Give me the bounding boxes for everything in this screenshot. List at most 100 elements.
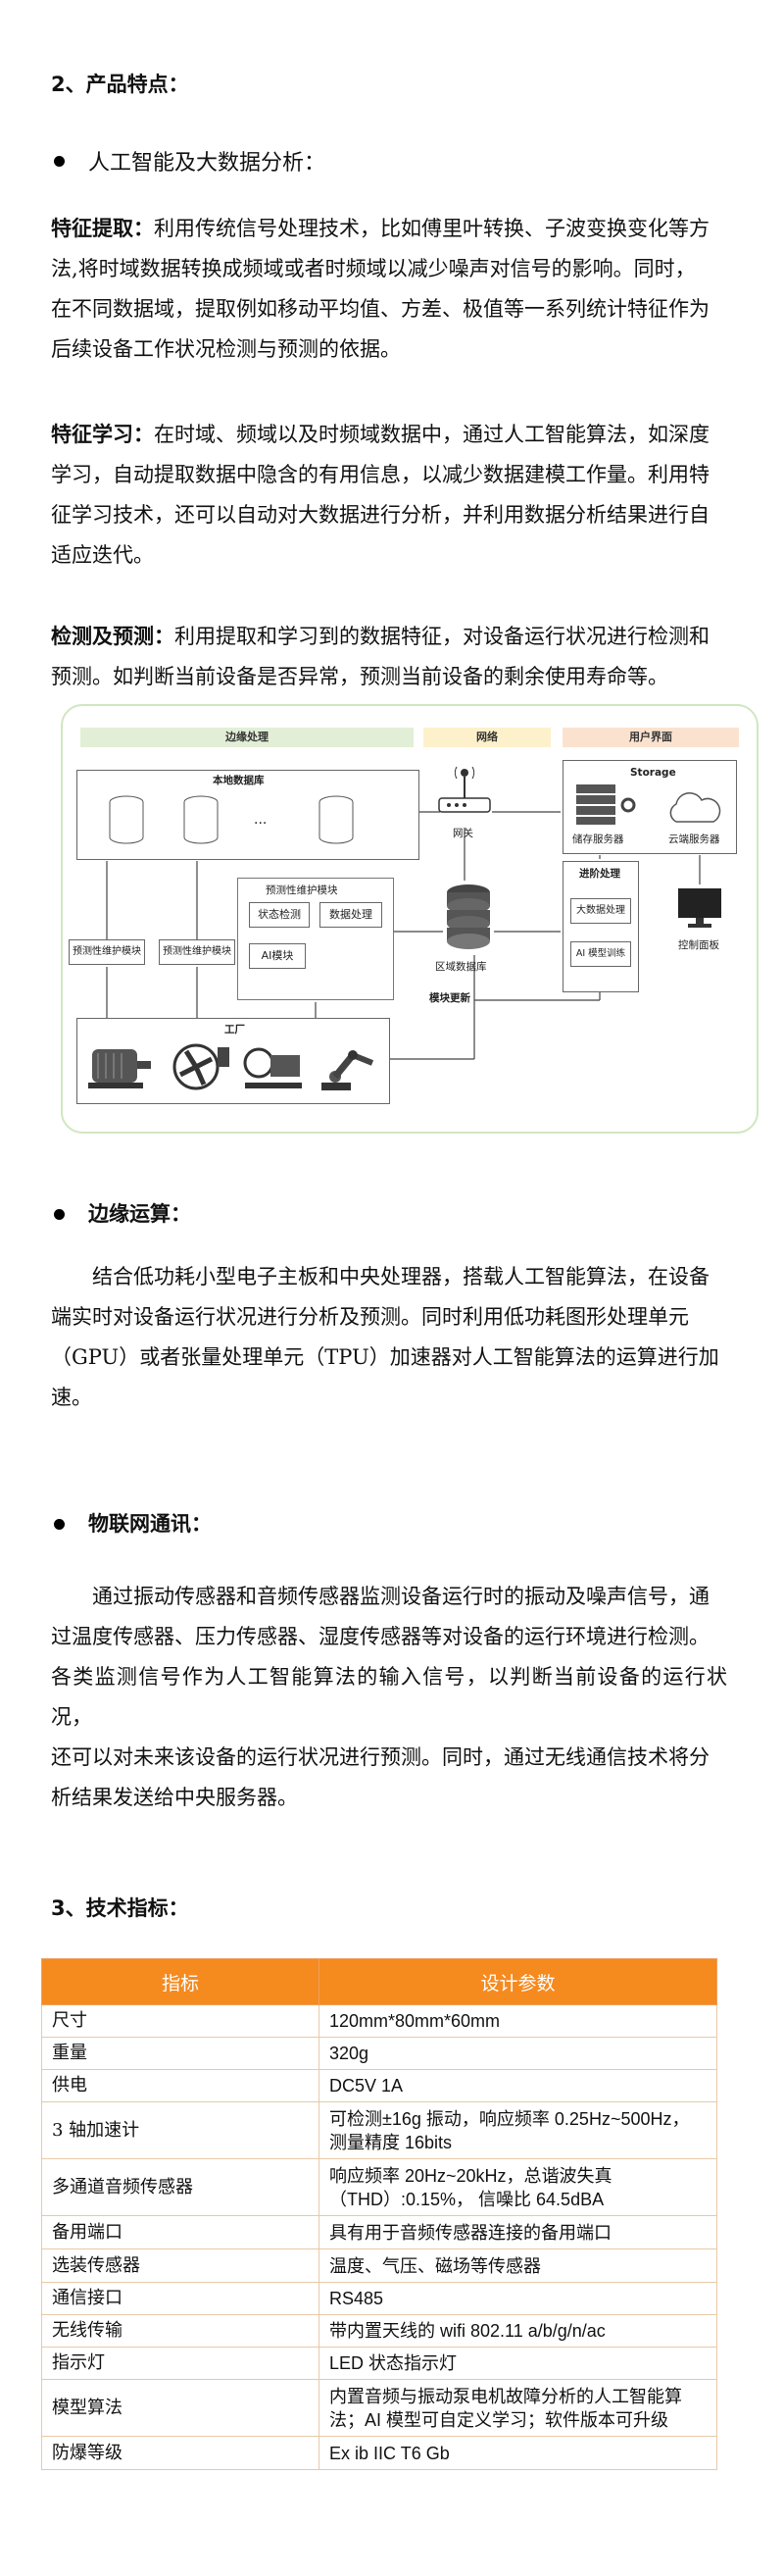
spec-key: 选装传感器	[41, 2248, 319, 2283]
spec-value: RS485	[318, 2282, 717, 2315]
spec-value-line: 320g	[329, 2044, 369, 2063]
spec-value-line: 温度、气压、磁场等传感器	[329, 2255, 541, 2276]
spec-value: LED 状态指示灯	[318, 2347, 717, 2380]
connector-lines	[106, 811, 701, 1060]
bullet-dot	[54, 1519, 65, 1530]
ai-train-box: AI 模型训练	[570, 941, 631, 967]
bullet-edge-title: 边缘运算：	[88, 1202, 191, 1226]
header-indicator: 指标	[41, 1958, 319, 2005]
para-edge: 结合低功耗小型电子主板和中央处理器，搭载人工智能算法，在设备 端实时对设备运行状…	[51, 1257, 727, 1418]
monitor-icon	[678, 888, 721, 928]
para-label: 检测及预测：	[51, 624, 174, 648]
spec-value: 温度、气压、磁场等传感器	[318, 2248, 717, 2283]
ai-module-box: AI模块	[249, 943, 306, 969]
local-db-label: 本地数据库	[213, 775, 265, 786]
ellipsis-label: ...	[254, 812, 268, 828]
spec-key: 尺寸	[41, 2004, 319, 2038]
advanced-label: 进阶处理	[579, 868, 620, 880]
spec-key: 3 轴加速计	[41, 2101, 319, 2159]
status-detect-box: 状态检测	[249, 902, 310, 928]
para-line: 预测。如判断当前设备是否异常，预测当前设备的剩余使用寿命等。	[51, 665, 668, 688]
para-line: 利用提取和学习到的数据特征，对设备运行状况进行检测和	[174, 625, 710, 648]
spec-key: 供电	[41, 2069, 319, 2102]
pump-icon	[243, 1047, 302, 1088]
gateway-label: 网关	[453, 828, 473, 839]
para-line: 通过振动传感器和音频传感器监测设备运行时的振动及噪声信号，通	[92, 1585, 710, 1608]
storage-label: Storage	[630, 767, 676, 779]
model-update-label: 模块更新	[429, 992, 470, 1004]
table-header-row: 指标 设计参数	[41, 1958, 717, 2005]
spec-value: 响应频率 20Hz~20kHz，总谐波失真 （THD）:0.15%， 信噪比 64…	[318, 2158, 717, 2216]
band-ui: 用户界面	[563, 728, 739, 747]
control-panel-label: 控制面板	[678, 939, 719, 951]
band-edge: 边缘处理	[80, 728, 414, 747]
spec-value: Ex ib IIC T6 Gb	[318, 2436, 717, 2470]
table-row: 备用端口具有用于音频传感器连接的备用端口	[41, 2215, 717, 2249]
factory-label: 工厂	[224, 1024, 245, 1035]
para-iot: 通过振动传感器和音频传感器监测设备运行时的振动及噪声信号，通 过温度传感器、压力…	[51, 1577, 727, 1818]
spec-value-line: 具有用于音频传感器连接的备用端口	[329, 2222, 612, 2243]
para-line: 端实时对设备运行状况进行分析及预测。同时利用低功耗图形处理单元	[51, 1305, 689, 1329]
storage-server-label: 储存服务器	[572, 833, 624, 845]
table-row: 指示灯 LED 状态指示灯	[41, 2347, 717, 2380]
spec-key: 重量	[41, 2037, 319, 2070]
section-2-title: 2、产品特点：	[51, 73, 189, 96]
bullet-dot	[54, 1209, 65, 1220]
para-line: （GPU）或者张量处理单元（TPU）加速器对人工智能算法的运算进行加	[51, 1345, 719, 1369]
table-row: 无线传输带内置天线的 wifi 802.11 a/b/g/n/ac	[41, 2314, 717, 2348]
bullet-dot	[54, 156, 65, 167]
spec-value: 可检测±16g 振动，响应频率 0.25Hz~500Hz，测量精度 16bits	[318, 2101, 717, 2159]
pm-module-1: 预测性维护模块	[69, 939, 145, 965]
spec-key: 指示灯	[41, 2347, 319, 2380]
table-row: 多通道音频传感器响应频率 20Hz~20kHz，总谐波失真（THD）:0.15%…	[41, 2158, 717, 2216]
para-line: 在时域、频域以及时频域数据中，通过人工智能算法，如深度	[154, 423, 710, 446]
motor-icon	[88, 1049, 151, 1088]
para-line: 过温度传感器、压力传感器、湿度传感器等对设备的运行环境进行检测。	[51, 1625, 710, 1648]
para-line: 结合低功耗小型电子主板和中央处理器，搭载人工智能算法，在设备	[92, 1265, 710, 1288]
bullet-ai-title: 人工智能及大数据分析：	[88, 151, 326, 176]
spec-key: 模型算法	[41, 2379, 319, 2437]
para-line: 还可以对未来该设备的运行状况进行预测。同时，通过无线通信技术将分	[51, 1745, 710, 1769]
table-row: 重量 320g	[41, 2037, 717, 2070]
para-line: 适应迭代。	[51, 543, 154, 567]
para-line: 学习，自动提取数据中隐含的有用信息，以减少数据建模工作量。利用特	[51, 463, 710, 486]
fan-icon	[172, 1043, 229, 1090]
para-feature-learn: 特征学习：在时域、频域以及时频域数据中，通过人工智能算法，如深度 学习，自动提取…	[51, 414, 732, 576]
database-icon	[318, 795, 354, 844]
spec-key: 通信接口	[41, 2282, 319, 2315]
database-icon	[183, 795, 219, 844]
robot-arm-icon	[321, 1050, 374, 1090]
para-line: 法,将时域数据转换成频域或者时频域以减少噪声对信号的影响。同时，	[51, 257, 696, 280]
spec-value-line: 响应频率 20Hz~20kHz，总谐波失真	[329, 2165, 612, 2186]
regional-db-label: 区域数据库	[435, 961, 487, 973]
para-detect: 检测及预测：利用提取和学习到的数据特征，对设备运行状况进行检测和 预测。如判断当…	[51, 616, 732, 697]
spec-value-line: 测量精度 16bits	[329, 2132, 453, 2152]
architecture-diagram: 边缘处理 网络 用户界面 本地数据库 ... 预测性维护模块 状态检测 数据处理…	[61, 704, 759, 1134]
regional-db-icon	[447, 884, 490, 949]
spec-value-line: LED 状态指示灯	[329, 2353, 458, 2373]
spec-value: 具有用于音频传感器连接的备用端口	[318, 2215, 717, 2249]
spec-value-line: （THD）:0.15%， 信噪比 64.5dBA	[329, 2189, 605, 2209]
band-network: 网络	[423, 728, 551, 747]
gateway-icon	[438, 766, 491, 813]
pm-group-label: 预测性维护模块	[266, 884, 338, 896]
spec-value: 内置音频与振动泵电机故障分析的人工智能算法；AI 模型可自定义学习；软件版本可升…	[318, 2379, 717, 2437]
table-row: 3 轴加速计可检测±16g 振动，响应频率 0.25Hz~500Hz，测量精度 …	[41, 2101, 717, 2159]
para-line: 利用传统信号处理技术，比如傅里叶转换、子波变换变化等方	[154, 217, 710, 240]
spec-value-line: DC5V 1A	[329, 2076, 404, 2096]
spec-key: 备用端口	[41, 2215, 319, 2249]
settings-icon	[620, 797, 636, 813]
para-line: 在不同数据域，提取例如移动平均值、方差、极值等一系列统计特征作为	[51, 297, 710, 321]
para-line: 各类监测信号作为人工智能算法的输入信号，以判断当前设备的运行状况，	[51, 1665, 727, 1729]
spec-key: 防爆等级	[41, 2436, 319, 2470]
para-feature-extract: 特征提取：利用传统信号处理技术，比如傅里叶转换、子波变换变化等方 法,将时域数据…	[51, 208, 732, 370]
table-row: 供电 DC5V 1A	[41, 2069, 717, 2102]
data-process-box: 数据处理	[319, 902, 382, 928]
para-line: 速。	[51, 1386, 92, 1409]
spec-value-line: 法；AI 模型可自定义学习；软件版本可升级	[329, 2409, 669, 2430]
